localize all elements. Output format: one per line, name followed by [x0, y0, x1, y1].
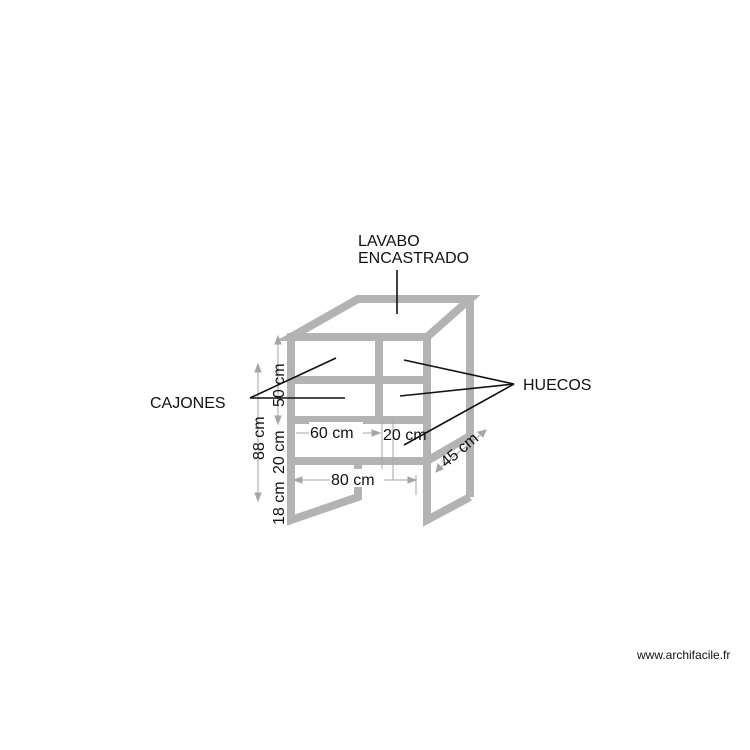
dim-50cm: 50 cm	[271, 363, 288, 407]
label-lavabo-line1: LAVABO	[358, 233, 420, 250]
dim-20cm-horizontal: 20 cm	[383, 427, 427, 444]
dim-20cm-vertical: 20 cm	[271, 430, 288, 474]
watermark: www.archifacile.fr	[637, 648, 731, 662]
cabinet-frame	[275, 295, 481, 527]
label-huecos: HUECOS	[523, 377, 591, 394]
dimension-lines	[254, 334, 487, 503]
dim-18cm: 18 cm	[271, 481, 288, 525]
dim-80cm: 80 cm	[331, 472, 375, 489]
dim-88cm: 88 cm	[251, 416, 268, 460]
label-lavabo-line2: ENCASTRADO	[358, 250, 469, 267]
label-cajones: CAJONES	[150, 395, 226, 412]
leader-lines	[249, 270, 515, 446]
dim-60cm: 60 cm	[310, 425, 354, 442]
